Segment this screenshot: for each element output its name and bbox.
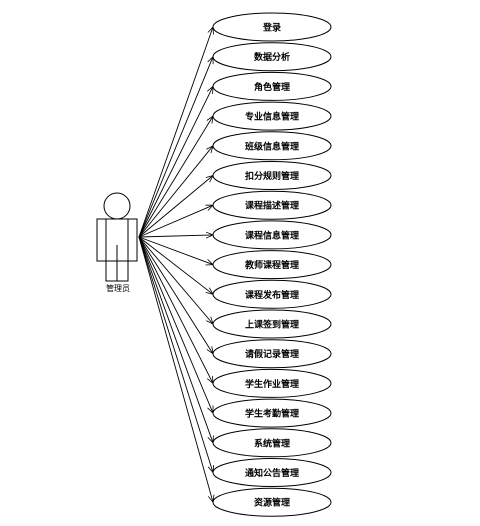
use-case-label: 登录 xyxy=(262,22,281,34)
use-case[interactable]: 课程信息管理 xyxy=(212,220,332,250)
use-case-ellipse xyxy=(212,458,332,487)
actor-administrator[interactable]: 管理员 xyxy=(96,192,138,293)
use-case-label: 上课签到管理 xyxy=(245,319,299,331)
use-case-label: 课程信息管理 xyxy=(245,229,299,241)
use-case-label: 数据分析 xyxy=(254,51,290,63)
use-case[interactable]: 扣分规则管理 xyxy=(212,161,332,190)
use-case-ellipse xyxy=(212,161,332,190)
use-case-list: 登录数据分析角色管理专业信息管理班级信息管理扣分规则管理课程描述管理课程信息管理… xyxy=(212,12,332,517)
association-line xyxy=(138,236,213,324)
use-case-ellipse xyxy=(212,71,332,101)
association-line xyxy=(138,236,213,502)
association-line xyxy=(138,86,213,238)
association-line xyxy=(138,236,213,473)
use-case-ellipse xyxy=(212,339,332,369)
use-case[interactable]: 上课签到管理 xyxy=(212,309,332,339)
association-line xyxy=(138,116,213,238)
association-lines xyxy=(138,27,213,502)
use-case-ellipse xyxy=(212,250,332,280)
actor-head xyxy=(103,192,131,220)
use-case-label: 课程描述管理 xyxy=(245,200,299,212)
use-case-label: 学生考勤管理 xyxy=(245,408,299,420)
association-line xyxy=(138,236,213,354)
use-case[interactable]: 资源管理 xyxy=(212,487,332,517)
use-case-label: 课程发布管理 xyxy=(245,289,299,301)
use-case-label: 扣分规则管理 xyxy=(245,170,299,182)
use-case-ellipse xyxy=(212,279,332,309)
use-case[interactable]: 系统管理 xyxy=(212,428,332,458)
association-line xyxy=(138,236,213,294)
use-case-label: 通知公告管理 xyxy=(245,467,299,479)
association-line xyxy=(138,27,213,238)
use-case-ellipse xyxy=(212,368,332,398)
use-case[interactable]: 通知公告管理 xyxy=(212,458,332,487)
use-case-label: 资源管理 xyxy=(254,497,290,509)
association-line xyxy=(138,236,213,413)
use-case[interactable]: 课程描述管理 xyxy=(212,190,332,220)
use-case[interactable]: 课程发布管理 xyxy=(212,279,332,309)
association-line xyxy=(138,236,213,443)
association-line xyxy=(138,204,213,238)
association-line xyxy=(138,146,213,238)
actor-name: 管理员 xyxy=(106,283,130,293)
use-case-label: 系统管理 xyxy=(254,437,290,449)
use-case[interactable]: 登录 xyxy=(212,12,332,42)
use-case[interactable]: 角色管理 xyxy=(212,71,332,101)
association-line xyxy=(138,236,213,383)
use-case[interactable]: 学生考勤管理 xyxy=(212,398,332,428)
use-case-ellipse xyxy=(212,190,332,220)
use-case-label: 角色管理 xyxy=(254,81,290,93)
association-line xyxy=(138,176,213,238)
use-case-ellipse xyxy=(212,42,332,72)
use-case-label: 班级信息管理 xyxy=(245,140,299,152)
use-case-ellipse xyxy=(212,398,332,428)
use-case[interactable]: 教师课程管理 xyxy=(212,250,332,280)
use-case[interactable]: 专业信息管理 xyxy=(212,101,332,131)
association-line xyxy=(138,236,213,265)
association-line xyxy=(138,57,213,238)
use-case[interactable]: 班级信息管理 xyxy=(212,131,332,161)
use-case-label: 专业信息管理 xyxy=(245,111,299,123)
use-case-label: 教师课程管理 xyxy=(244,259,299,271)
use-case-ellipse xyxy=(212,428,332,458)
use-case-ellipse xyxy=(212,12,332,42)
use-case[interactable]: 数据分析 xyxy=(212,42,332,72)
use-case-ellipse xyxy=(212,101,332,131)
use-case-ellipse xyxy=(212,309,332,339)
use-case-ellipse xyxy=(212,131,332,161)
use-case-label: 请假记录管理 xyxy=(245,348,299,360)
use-case-ellipse xyxy=(212,220,332,250)
use-case[interactable]: 请假记录管理 xyxy=(212,339,332,369)
use-case-label: 学生作业管理 xyxy=(245,378,299,390)
association-line xyxy=(138,235,213,237)
use-case[interactable]: 学生作业管理 xyxy=(212,368,332,398)
use-case-ellipse xyxy=(212,487,332,517)
